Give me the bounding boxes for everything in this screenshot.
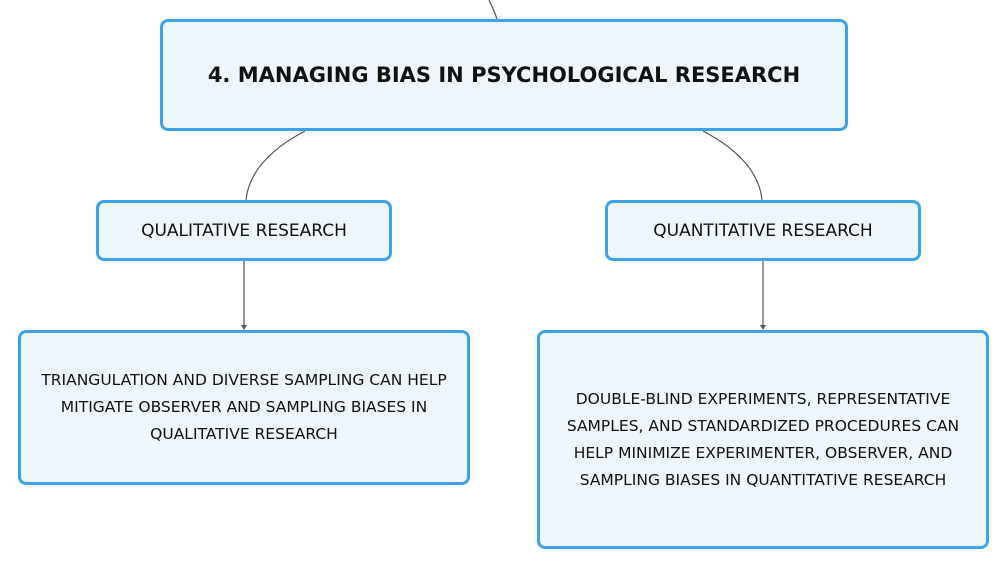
topic-node-managing-bias[interactable]: 4. MANAGING BIAS IN PSYCHOLOGICAL RESEAR…	[160, 19, 848, 131]
detail-node-text: TRIANGULATION AND DIVERSE SAMPLING CAN H…	[41, 371, 447, 443]
subtopic-node-label: QUANTITATIVE RESEARCH	[653, 220, 873, 241]
detail-node-text: DOUBLE-BLIND EXPERIMENTS, REPRESENTATIVE…	[566, 389, 960, 489]
detail-node-qualitative[interactable]: TRIANGULATION AND DIVERSE SAMPLING CAN H…	[18, 330, 470, 485]
subtopic-node-qualitative-research[interactable]: QUALITATIVE RESEARCH	[96, 200, 392, 261]
topic-node-label: 4. MANAGING BIAS IN PSYCHOLOGICAL RESEAR…	[207, 63, 801, 87]
detail-node-quantitative[interactable]: DOUBLE-BLIND EXPERIMENTS, REPRESENTATIVE…	[537, 330, 989, 549]
connector-main-to-quantitative	[702, 130, 763, 201]
connector-main-to-qualitative	[245, 130, 306, 201]
connector-qualitative-arrowhead	[241, 325, 247, 330]
connector-incoming	[488, 0, 498, 20]
subtopic-node-label: QUALITATIVE RESEARCH	[141, 220, 347, 241]
subtopic-node-quantitative-research[interactable]: QUANTITATIVE RESEARCH	[605, 200, 921, 261]
connector-quantitative-arrowhead	[760, 325, 766, 330]
